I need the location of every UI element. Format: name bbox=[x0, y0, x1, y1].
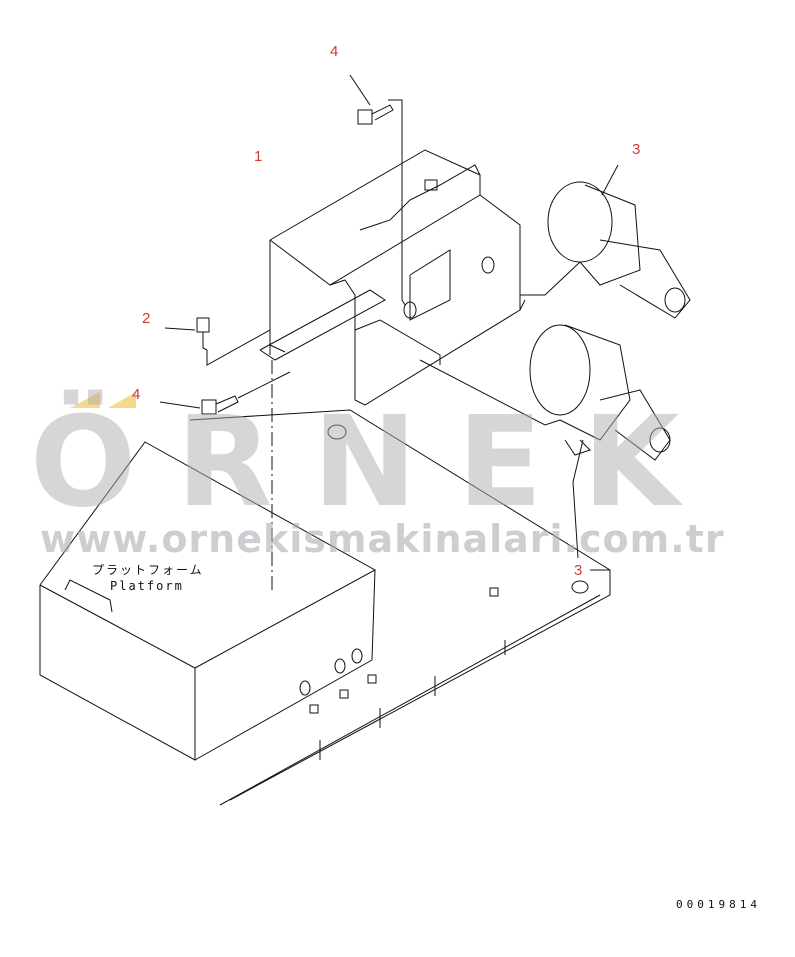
battery-box bbox=[39, 441, 377, 761]
watermark-accent bbox=[70, 392, 136, 408]
bolt-top bbox=[349, 74, 406, 306]
platform-label-en: Platform bbox=[110, 579, 184, 593]
callout-2: 2 bbox=[142, 310, 151, 327]
bolt-left bbox=[164, 317, 271, 366]
callout-3-upper: 3 bbox=[632, 141, 641, 158]
callout-3-lower: 3 bbox=[574, 562, 583, 579]
horn-upper bbox=[520, 164, 691, 319]
watermark-url: www.ornekismakinalari.com.tr bbox=[40, 517, 725, 561]
document-number: 00019814 bbox=[676, 898, 761, 911]
watermark-brand: ÖRNEK bbox=[30, 390, 720, 535]
platform-floor bbox=[189, 409, 611, 806]
callout-4-top: 4 bbox=[330, 43, 339, 60]
callout-1: 1 bbox=[254, 148, 263, 165]
bolt-lower bbox=[159, 371, 291, 415]
bracket-part bbox=[259, 149, 526, 406]
platform-label-jp: プラットフォーム bbox=[92, 563, 204, 577]
horn-lower bbox=[419, 324, 671, 559]
callout-4-lower: 4 bbox=[132, 386, 141, 403]
